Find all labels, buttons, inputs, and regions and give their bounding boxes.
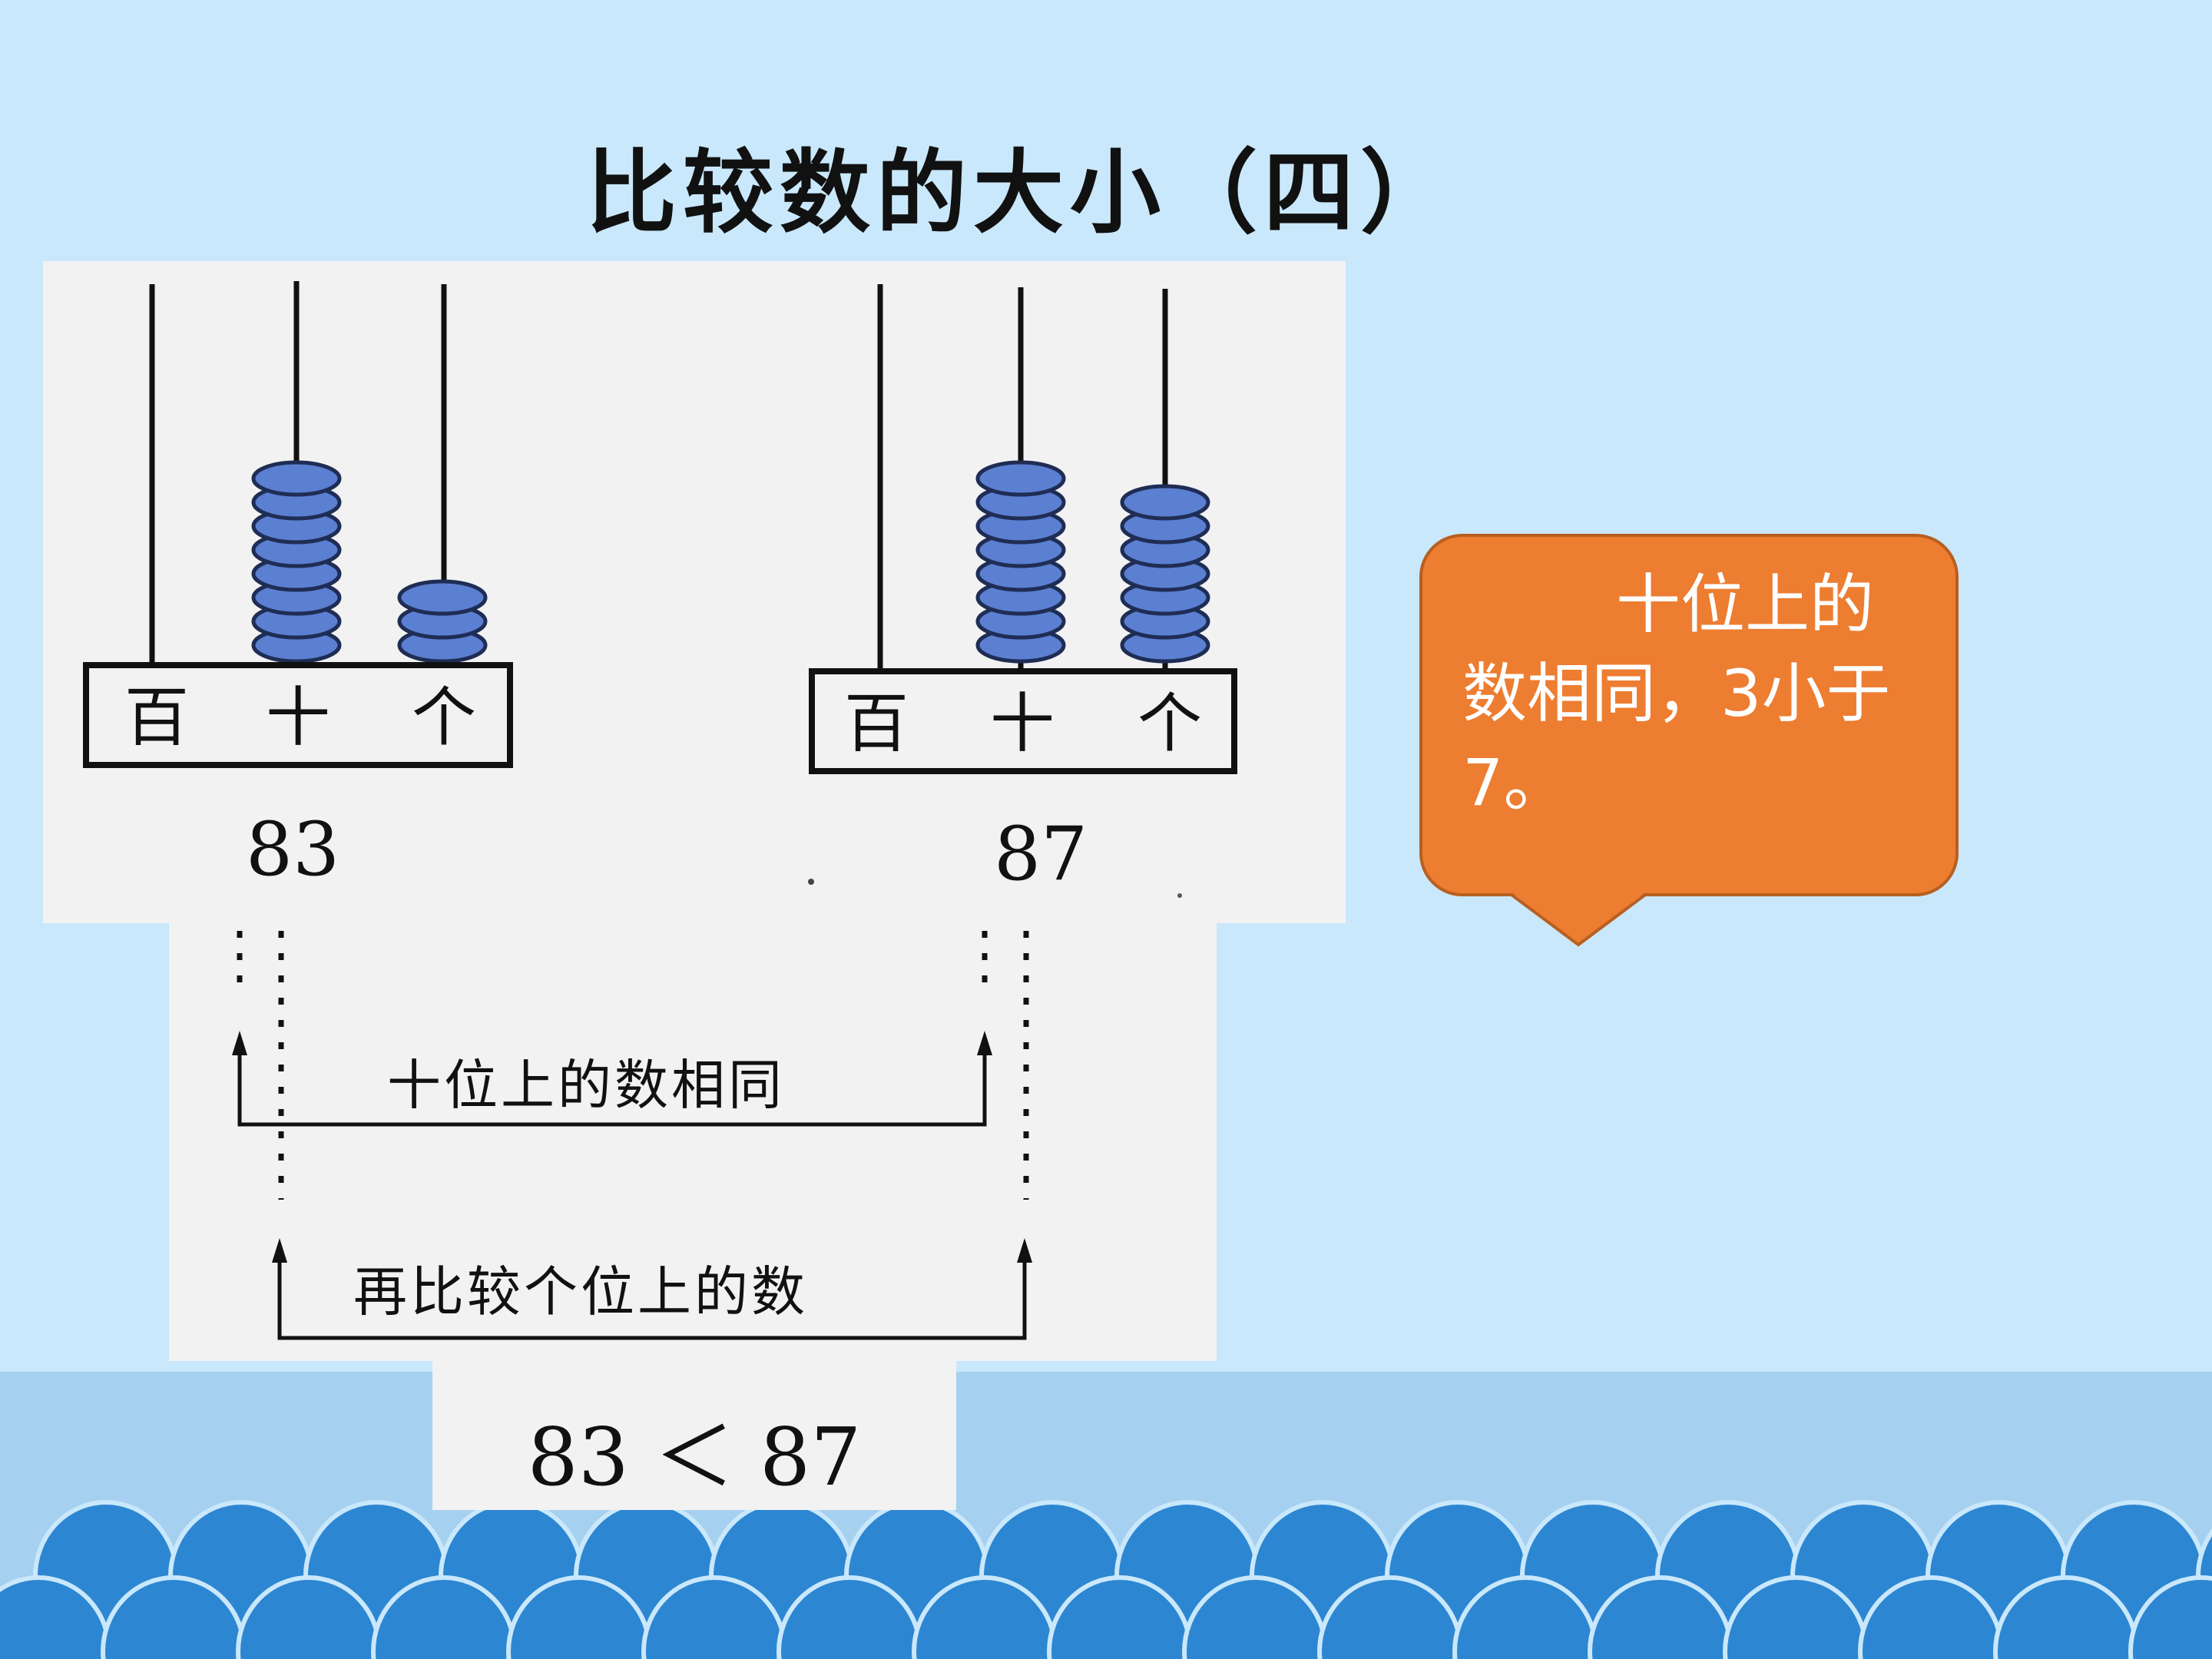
abacus-left	[149, 281, 488, 668]
callout-bubble: 十位上的数相同，3小于7。	[1419, 534, 1959, 896]
bracket-arrow-2	[277, 1247, 1027, 1340]
bead-stack-tens	[251, 460, 342, 664]
step2-text: 再比较个位上的数	[353, 1260, 808, 1323]
callout-text: 十位上的数相同，3小于7。	[1462, 567, 1891, 820]
bracket-arrow-1	[237, 1038, 987, 1127]
bead-stack-tens	[975, 460, 1066, 664]
abacus-bead	[1120, 484, 1210, 521]
step1-text: 十位上的数相同	[387, 1054, 785, 1117]
bead-stack-ones	[1120, 484, 1210, 664]
wave-scallop	[2128, 1575, 2212, 1659]
place-hundreds: 百	[124, 680, 190, 755]
abacus-drawing	[149, 281, 1210, 898]
place-label-box-left: 百 十 个	[83, 662, 513, 768]
number-right: 87	[994, 811, 1088, 897]
place-tens: 十	[266, 680, 331, 755]
place-label-box-right: 百 十 个	[809, 668, 1237, 774]
arrow-head	[977, 1031, 992, 1055]
place-ones: 个	[1137, 686, 1203, 761]
step-arrows	[232, 931, 1032, 1340]
speck	[808, 879, 814, 885]
number-left: 83	[246, 806, 340, 892]
arrow-head	[232, 1031, 247, 1055]
arrow-head	[1017, 1238, 1032, 1263]
comparison-steps: 十位上的数相同 再比较个位上的数	[169, 923, 1217, 1361]
abacus-bead	[251, 460, 342, 497]
abacus-bead	[975, 460, 1066, 497]
abacus-right	[877, 284, 1210, 668]
abacus-illustration: 百 十 个 83 百 十 个 87	[43, 261, 1346, 923]
comparison-result-box: 83 ＜ 87	[432, 1361, 956, 1510]
slide-title: 比较数的大小（四）	[585, 139, 1457, 246]
place-hundreds: 百	[844, 686, 909, 761]
arrow-head	[272, 1238, 287, 1263]
speck	[1177, 893, 1182, 898]
abacus-bead	[397, 579, 488, 616]
bead-stack-ones	[397, 579, 488, 664]
place-tens: 十	[990, 686, 1055, 761]
comparison-result: 83 ＜ 87	[527, 1410, 862, 1504]
place-ones: 个	[412, 680, 477, 755]
